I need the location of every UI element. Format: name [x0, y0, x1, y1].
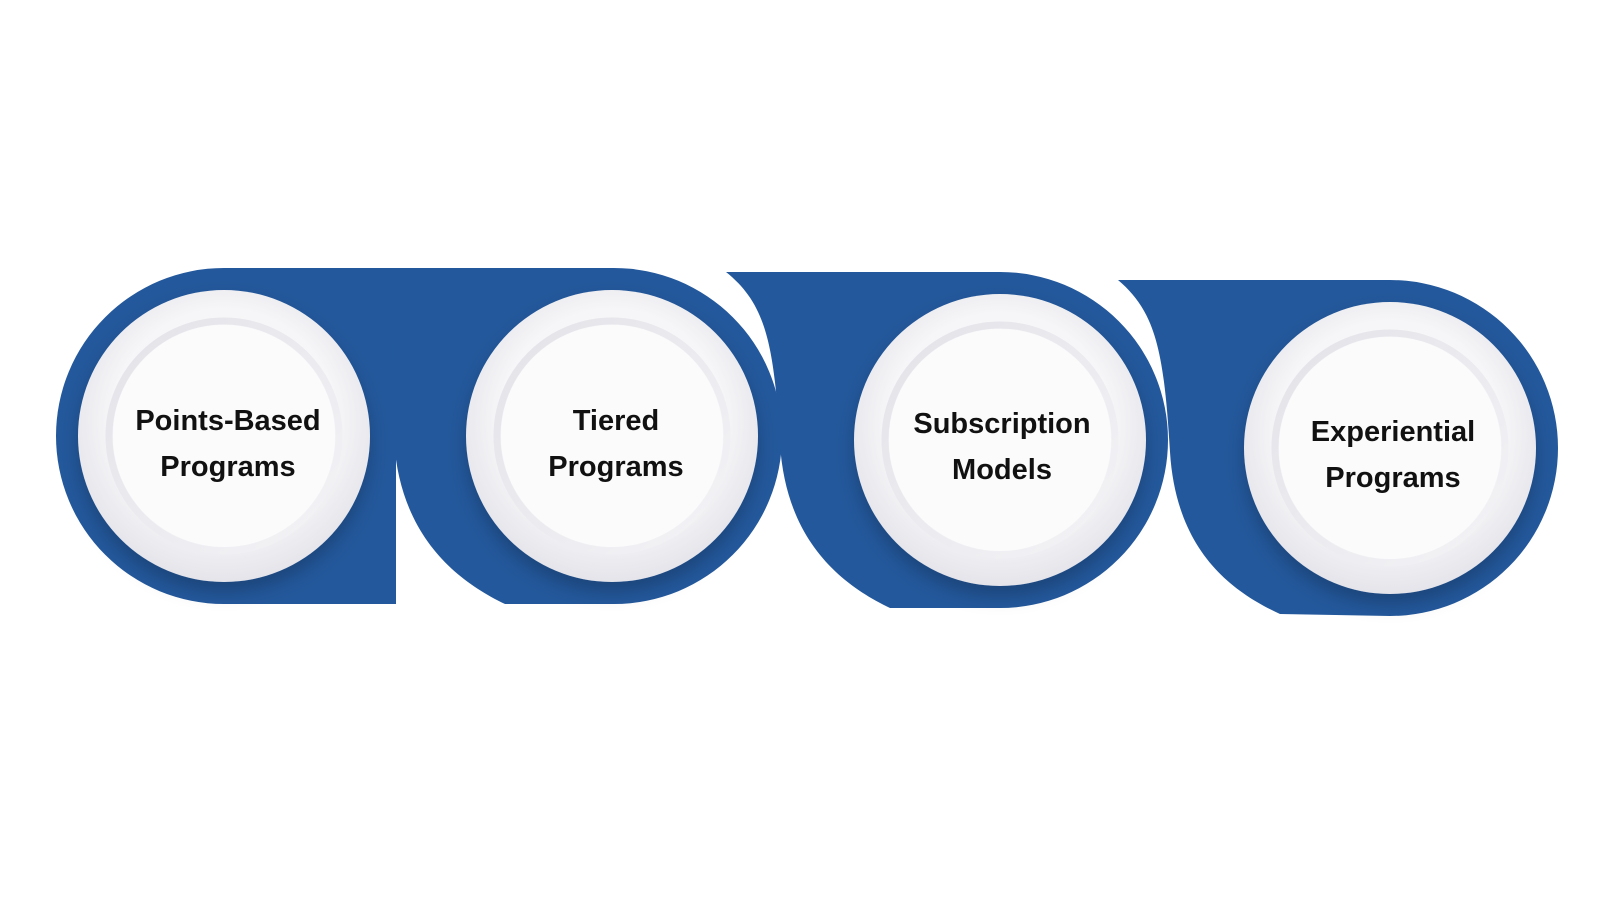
disc-inner-ring [881, 321, 1119, 559]
disc-inner [113, 325, 335, 547]
step-disc-points-based [78, 290, 370, 582]
step-label-points-based: Points-Based Programs [135, 405, 321, 483]
step-label-experiential: Experiential Programs [1310, 416, 1476, 494]
step-label-tiered: Tiered Programs [548, 405, 684, 483]
step-disc-tiered [466, 290, 758, 582]
step-disc-subscription [854, 294, 1146, 586]
step-discs [78, 290, 1536, 594]
disc-inner-ring [105, 317, 343, 555]
step-disc-experiential [1244, 302, 1536, 594]
disc-inner-ring [1271, 329, 1509, 567]
disc-inner [1279, 337, 1501, 559]
disc-inner [889, 329, 1111, 551]
step-label-subscription: Subscription Models [913, 408, 1091, 486]
disc-inner [501, 325, 723, 547]
disc-inner-ring [493, 317, 731, 555]
